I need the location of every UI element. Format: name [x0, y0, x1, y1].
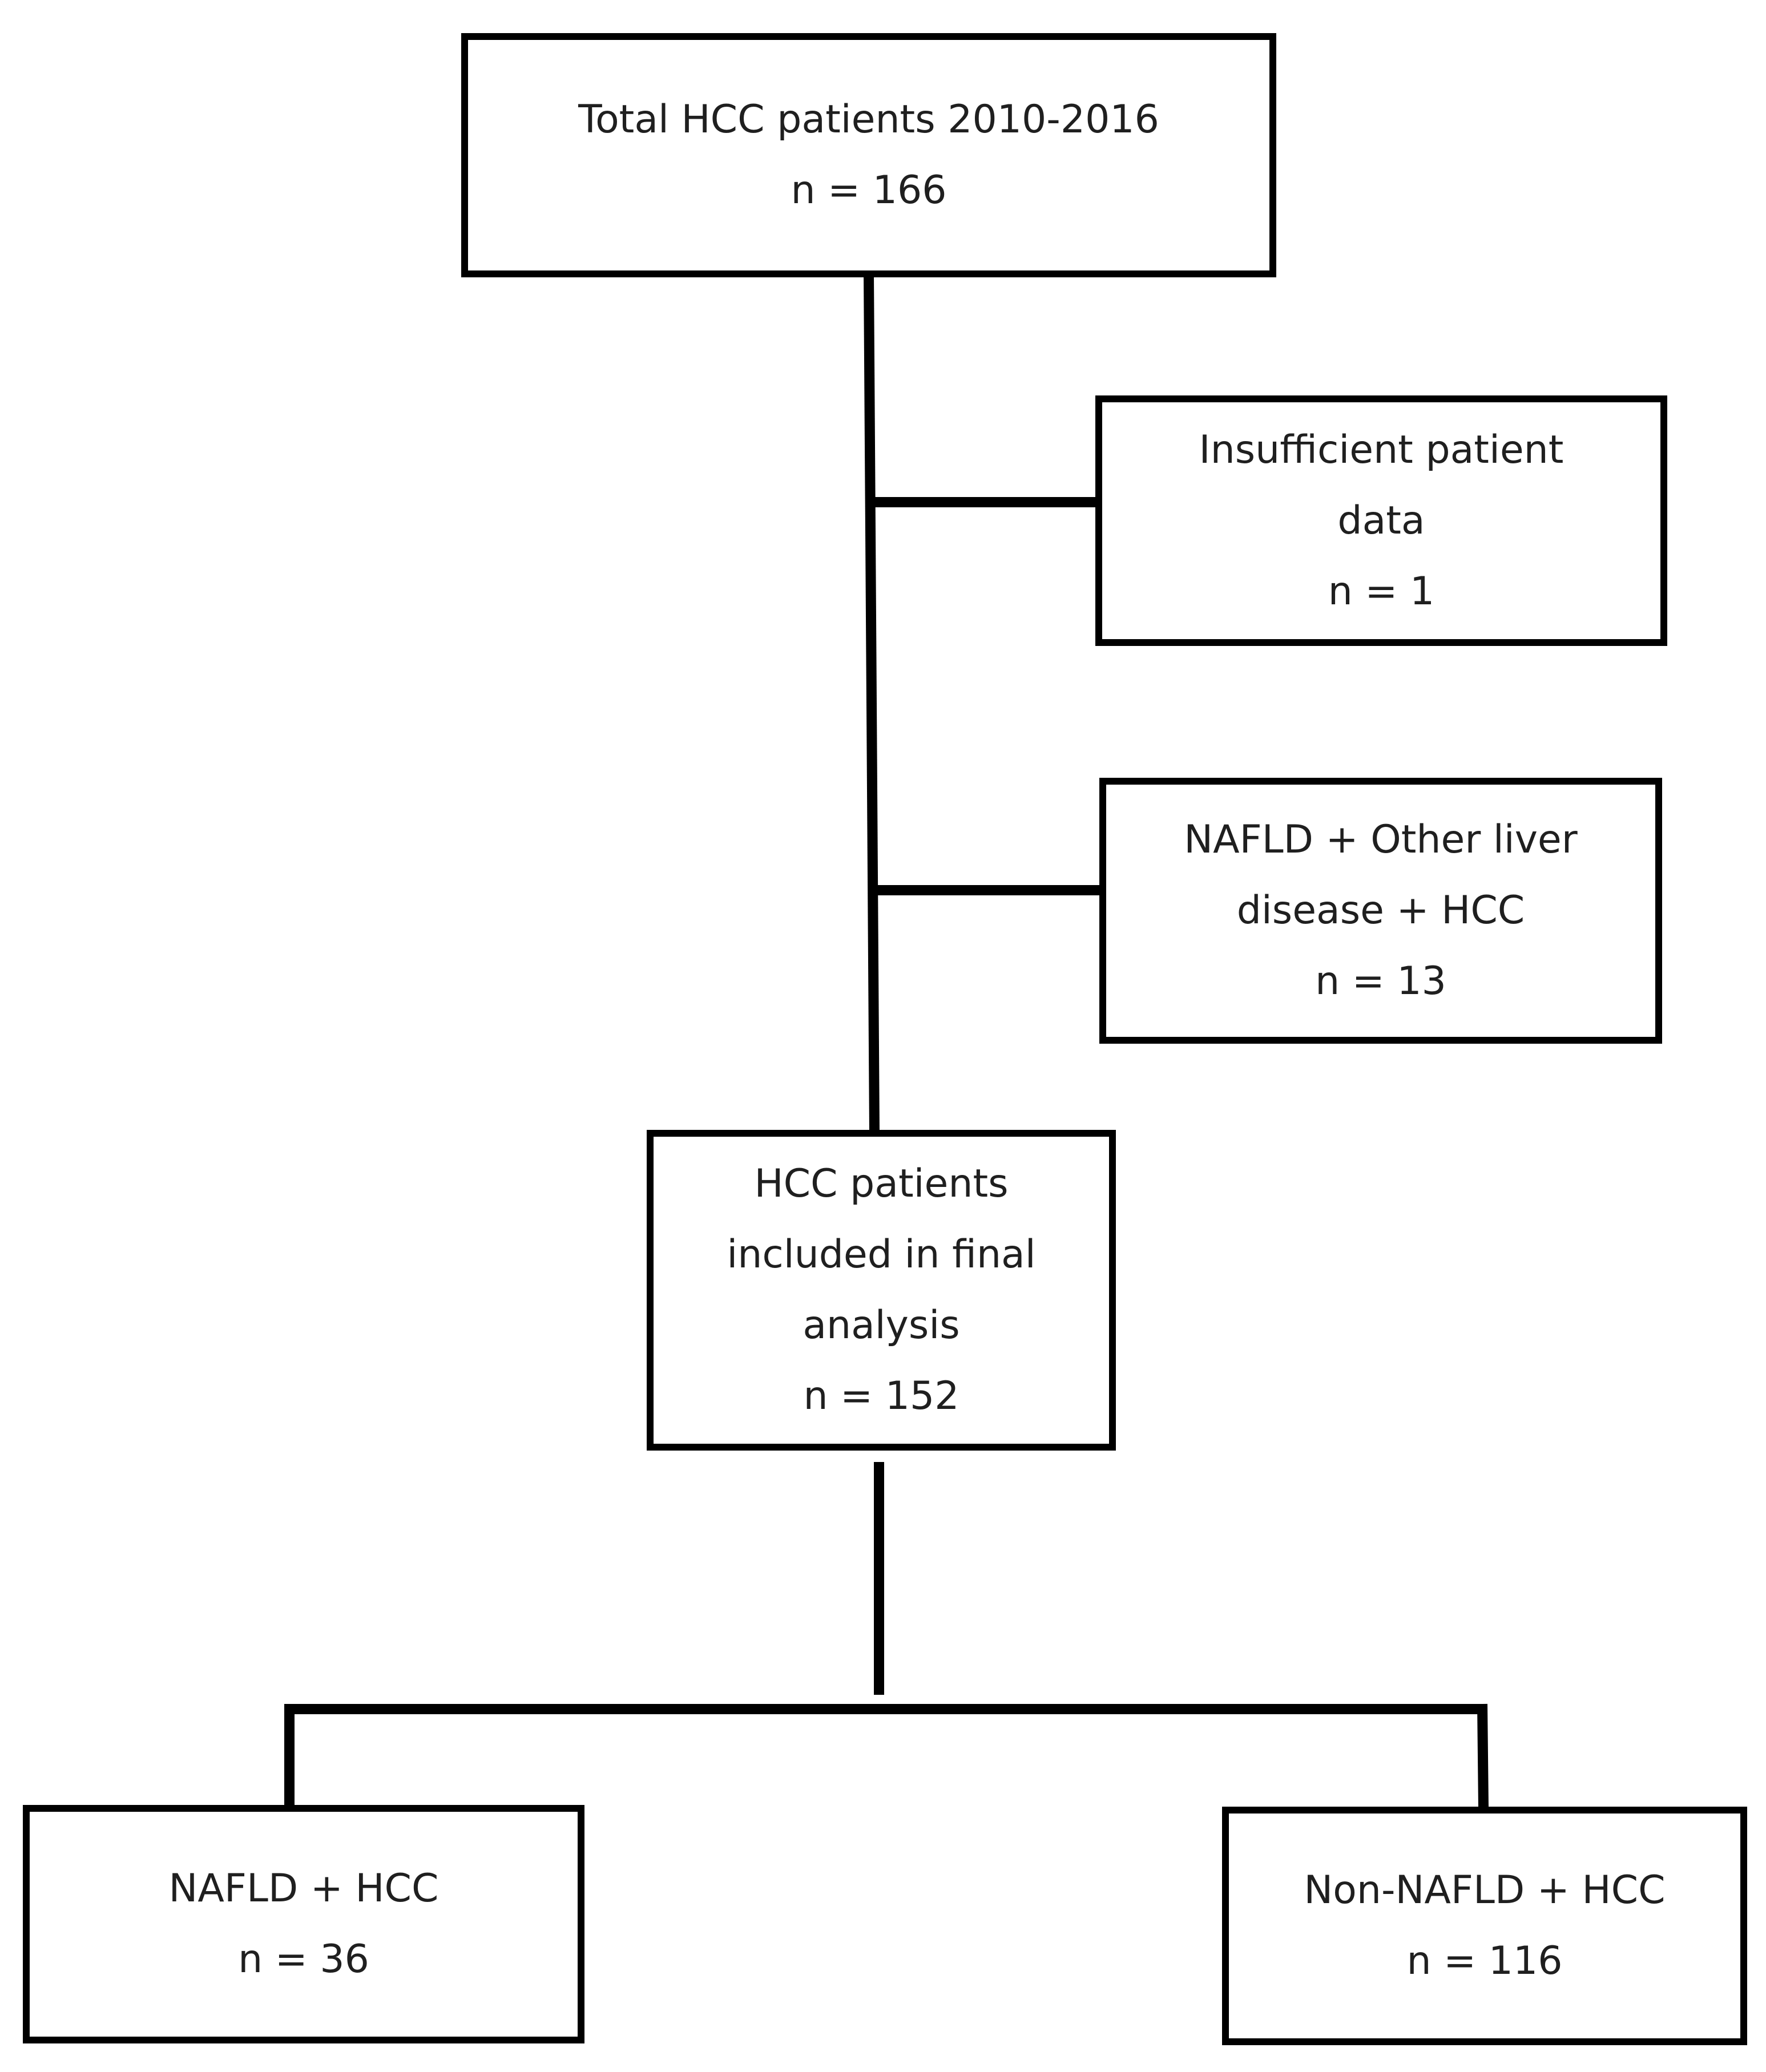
connector-split-to-non-nafld — [1477, 1703, 1489, 1810]
total-patients-count: n = 166 — [791, 168, 947, 213]
included-analysis-box: HCC patients included in final analysis … — [647, 1130, 1116, 1451]
total-patients-title: Total HCC patients 2010-2016 — [578, 97, 1159, 142]
non-nafld-hcc-box: Non-NAFLD + HCC n = 116 — [1222, 1807, 1747, 2045]
insufficient-data-line1: Insufficient patient — [1199, 427, 1564, 472]
nafld-hcc-box: NAFLD + HCC n = 36 — [23, 1805, 584, 2043]
included-analysis-line2: included in final — [727, 1232, 1036, 1277]
insufficient-data-line2: data — [1337, 498, 1425, 543]
included-analysis-line1: HCC patients — [754, 1161, 1009, 1206]
insufficient-data-box: Insufficient patient data n = 1 — [1095, 395, 1667, 646]
non-nafld-hcc-count: n = 116 — [1406, 1938, 1563, 1984]
included-analysis-line3: analysis — [803, 1303, 960, 1348]
included-analysis-count: n = 152 — [803, 1374, 959, 1419]
other-liver-disease-line2: disease + HCC — [1236, 888, 1525, 933]
other-liver-disease-line1: NAFLD + Other liver — [1184, 817, 1578, 862]
nafld-hcc-count: n = 36 — [238, 1937, 369, 1982]
insufficient-data-count: n = 1 — [1328, 568, 1435, 614]
other-liver-disease-count: n = 13 — [1315, 959, 1446, 1004]
total-patients-box: Total HCC patients 2010-2016 n = 166 — [461, 33, 1276, 277]
connector-total-to-included — [864, 273, 880, 1134]
nafld-hcc-title: NAFLD + HCC — [168, 1866, 439, 1911]
other-liver-disease-box: NAFLD + Other liver disease + HCC n = 13 — [1099, 778, 1662, 1044]
non-nafld-hcc-title: Non-NAFLD + HCC — [1304, 1868, 1666, 1913]
